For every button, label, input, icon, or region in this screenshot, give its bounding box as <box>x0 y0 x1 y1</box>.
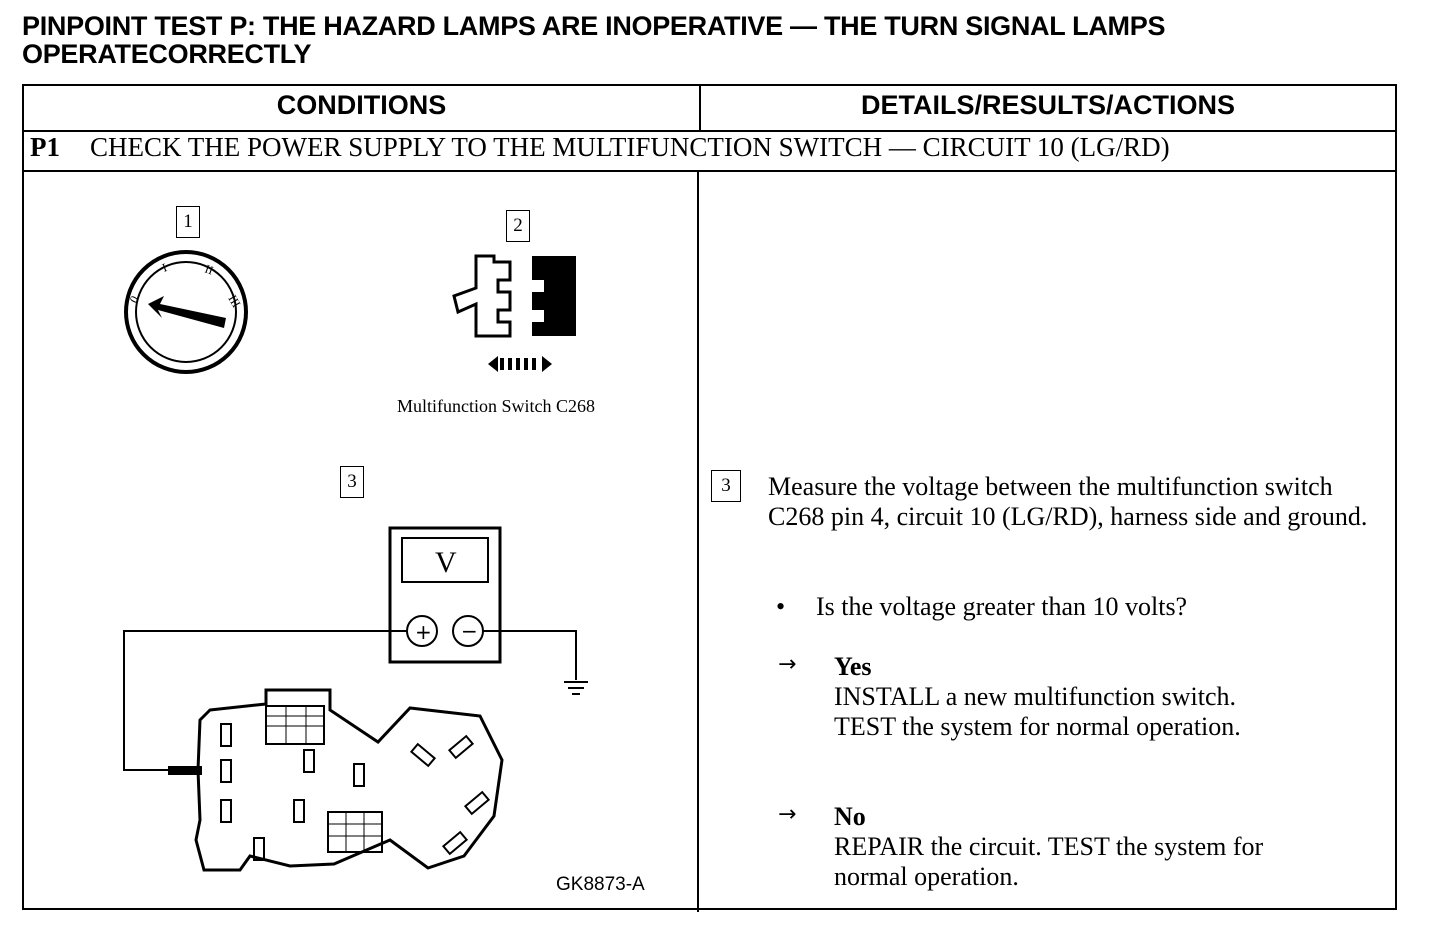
step-row: P1 CHECK THE POWER SUPPLY TO THE MULTIFUN… <box>30 132 1170 163</box>
yes-line-2: TEST the system for normal operation. <box>834 712 1241 741</box>
page-title: PINPOINT TEST P: THE HAZARD LAMPS ARE IN… <box>22 11 1166 69</box>
meter-plus: + <box>415 620 432 644</box>
ignition-mark-3: III <box>225 293 243 310</box>
step-divider <box>24 170 1395 172</box>
voltmeter-icon <box>388 526 502 664</box>
bullet-mark: • <box>776 592 786 621</box>
details-header: DETAILS/RESULTS/ACTIONS <box>860 90 1235 120</box>
ground-icon <box>564 681 588 695</box>
step-text: CHECK THE POWER SUPPLY TO THE MULTIFUNCT… <box>90 132 1170 162</box>
connector-caption: Multifunction Switch C268 <box>397 396 595 416</box>
no-line-2: normal operation. <box>834 862 1019 891</box>
column-divider-body <box>697 172 699 912</box>
connector-icon <box>452 254 576 372</box>
yes-line-1: INSTALL a new multifunction switch. <box>834 682 1237 711</box>
multifunction-switch-body-icon <box>194 688 504 872</box>
column-divider <box>699 86 701 132</box>
no-label: No <box>834 802 866 831</box>
voltmeter-diagram: V + − <box>123 526 588 872</box>
callout-1: 1 <box>176 206 200 238</box>
ignition-switch-icon: 0 I II III <box>124 250 248 374</box>
details-callout-3: 3 <box>711 470 741 502</box>
question-text: Is the voltage greater than 10 volts? <box>816 592 1188 621</box>
ignition-mark-1: I <box>160 260 169 275</box>
figure-id: GK8873-A <box>556 874 645 895</box>
header-divider <box>24 130 1395 132</box>
meter-minus: − <box>461 619 478 643</box>
meter-display: V <box>435 546 457 579</box>
yes-label: Yes <box>834 652 872 681</box>
instruction-text: Measure the voltage between the multifun… <box>768 472 1368 531</box>
yes-result: Yes INSTALL a new multifunction switch. … <box>834 652 1394 742</box>
yes-arrow-icon: → <box>778 652 797 677</box>
no-result: No REPAIR the circuit. TEST the system f… <box>834 802 1394 892</box>
callout-2: 2 <box>506 210 530 242</box>
no-arrow-icon: → <box>778 802 797 827</box>
pinpoint-table: CONDITIONS DETAILS/RESULTS/ACTIONS P1 CHE… <box>22 84 1397 912</box>
no-line-1: REPAIR the circuit. TEST the system for <box>834 832 1264 861</box>
step-id: P1 <box>30 132 60 162</box>
conditions-header: CONDITIONS <box>276 90 447 120</box>
callout-3: 3 <box>340 466 364 498</box>
